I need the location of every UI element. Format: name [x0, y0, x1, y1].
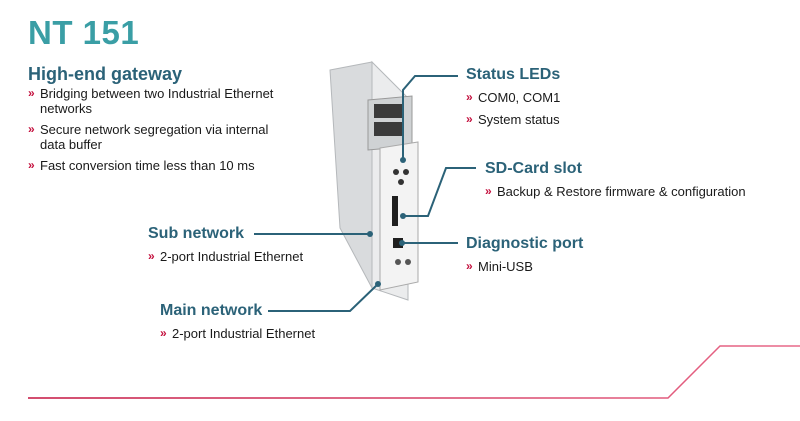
- feature-item: »Secure network segregation via internal…: [28, 122, 269, 152]
- led-icon: [398, 179, 404, 185]
- callout-sd-card: SD-Card slot »Backup & Restore firmware …: [485, 160, 746, 206]
- list-item: »COM0, COM1: [466, 90, 561, 105]
- features-heading: High-end gateway: [28, 64, 183, 84]
- callout-status-leds: Status LEDs »COM0, COM1 »System status: [466, 66, 560, 134]
- bullet-icon: »: [148, 249, 155, 263]
- features-list: »Bridging between two Industrial Etherne…: [28, 86, 288, 179]
- callout-diagnostic: Diagnostic port »Mini-USB: [466, 235, 583, 281]
- bullet-icon: »: [28, 122, 35, 136]
- bullet-icon: »: [466, 259, 473, 273]
- status-leds-heading: Status LEDs: [466, 66, 561, 83]
- leader-sd-card: [403, 167, 476, 217]
- sd-card-heading: SD-Card slot: [485, 160, 582, 177]
- ethernet-port-icon: [374, 104, 404, 118]
- diagnostic-heading: Diagnostic port: [466, 235, 584, 252]
- list-item: »Backup & Restore firmware & configurati…: [485, 184, 746, 199]
- callout-main-network: Main network »2-port Industrial Ethernet: [160, 302, 315, 348]
- ethernet-port-icon: [374, 122, 404, 136]
- device-front-panel: [379, 141, 419, 291]
- callout-sub-network: Sub network »2-port Industrial Ethernet: [148, 225, 303, 271]
- bullet-icon: »: [466, 90, 473, 104]
- bullet-icon: »: [28, 86, 35, 100]
- product-title: NT 151: [28, 14, 140, 51]
- accent-line: [28, 345, 800, 399]
- list-item: »2-port Industrial Ethernet: [160, 326, 316, 341]
- leader-status-leds: [402, 75, 458, 160]
- sub-network-heading: Sub network: [148, 225, 245, 242]
- feature-item: »Fast conversion time less than 10 ms: [28, 158, 255, 173]
- list-item: »2-port Industrial Ethernet: [148, 249, 304, 264]
- list-item: »System status: [466, 112, 560, 127]
- bullet-icon: »: [466, 112, 473, 126]
- led-icon: [393, 169, 399, 175]
- bullet-icon: »: [160, 326, 167, 340]
- feature-item: »Bridging between two Industrial Etherne…: [28, 86, 274, 116]
- bullet-icon: »: [485, 184, 492, 198]
- list-item: »Mini-USB: [466, 259, 533, 274]
- led-icon: [403, 169, 409, 175]
- usb-port-icon: [393, 238, 403, 248]
- leader-main-network: [268, 283, 379, 312]
- bullet-icon: »: [28, 158, 35, 172]
- main-network-heading: Main network: [160, 302, 263, 319]
- device-side: [329, 61, 373, 289]
- sd-card-slot-icon: [392, 196, 398, 226]
